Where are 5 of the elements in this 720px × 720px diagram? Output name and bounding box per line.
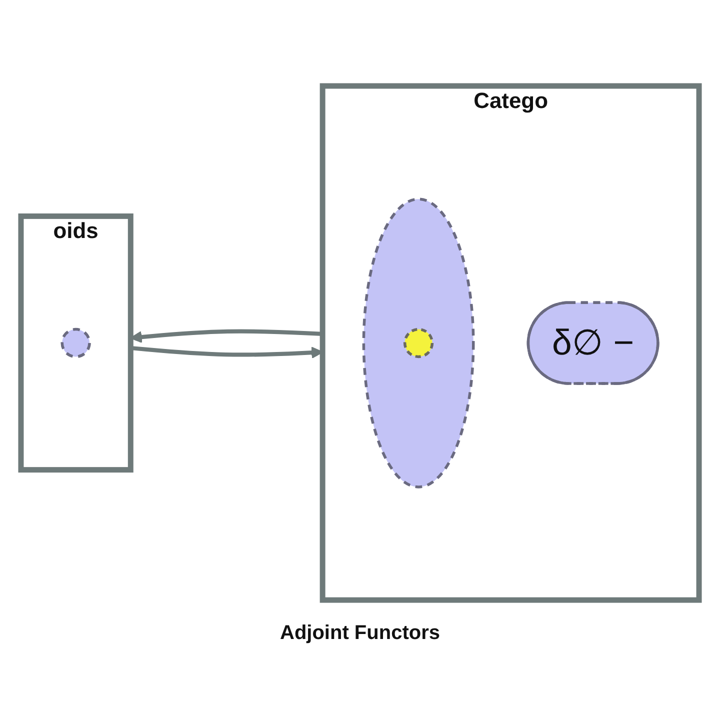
node-circle (60, 328, 91, 359)
cluster (362, 198, 475, 489)
cluster: oids (18, 214, 134, 474)
node-circle (403, 328, 434, 359)
annotation-text: Adjoint Functors (280, 622, 440, 644)
